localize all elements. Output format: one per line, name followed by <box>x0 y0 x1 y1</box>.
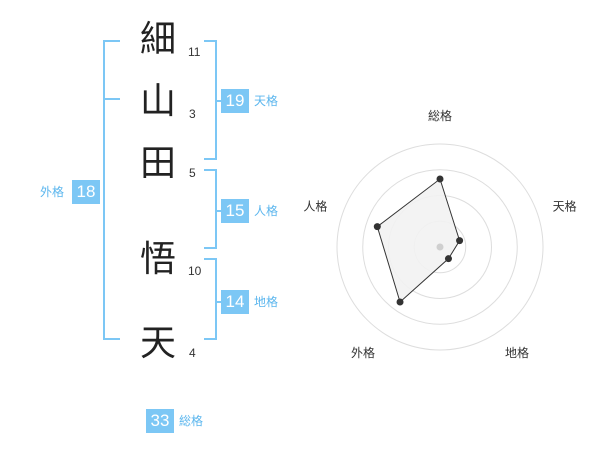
jinkaku-badge: 15 <box>221 199 249 223</box>
radar-center-dot <box>436 243 444 251</box>
radar-point-2 <box>456 237 464 245</box>
stroke-count-5: 4 <box>189 346 196 360</box>
radar-axis-label-5: 人格 <box>303 199 327 214</box>
chikaku-bracket <box>204 258 217 340</box>
gaikaku-label: 外格 <box>40 185 65 199</box>
stroke-count-1: 11 <box>188 45 201 59</box>
name-char-4: 悟 <box>139 239 176 280</box>
soukaku-label: 総格 <box>179 414 204 428</box>
soukaku-badge: 33 <box>146 409 174 433</box>
jinkaku-bracket <box>204 169 217 249</box>
name-char-2: 山 <box>139 81 176 122</box>
name-char-3: 田 <box>139 143 176 184</box>
chikaku-label: 地格 <box>254 295 279 309</box>
radar-point-5 <box>373 223 381 231</box>
radar-data-polygon <box>376 178 461 303</box>
gaikaku-badge: 18 <box>72 180 100 204</box>
radar-axis-label-2: 天格 <box>553 199 577 214</box>
tenkaku-label: 天格 <box>254 94 279 108</box>
name-char-5: 天 <box>139 323 176 364</box>
chikaku-badge: 14 <box>221 290 249 314</box>
name-char-1: 細 <box>139 19 176 60</box>
radar-point-3 <box>444 255 452 263</box>
radar-axis-label-4: 外格 <box>351 345 375 360</box>
gaikaku-bracket <box>103 40 120 340</box>
stroke-count-2: 3 <box>189 107 196 121</box>
radar-axis-label-1: 総格 <box>428 108 452 123</box>
tenkaku-badge: 19 <box>221 89 249 113</box>
radar-point-1 <box>436 175 444 183</box>
stroke-count-3: 5 <box>189 166 196 180</box>
jinkaku-label: 人格 <box>254 204 279 218</box>
radar-point-4 <box>396 298 404 306</box>
stroke-count-4: 10 <box>188 264 202 278</box>
radar-axis-label-3: 地格 <box>505 345 529 360</box>
radar-grid-ring-3 <box>362 169 518 325</box>
